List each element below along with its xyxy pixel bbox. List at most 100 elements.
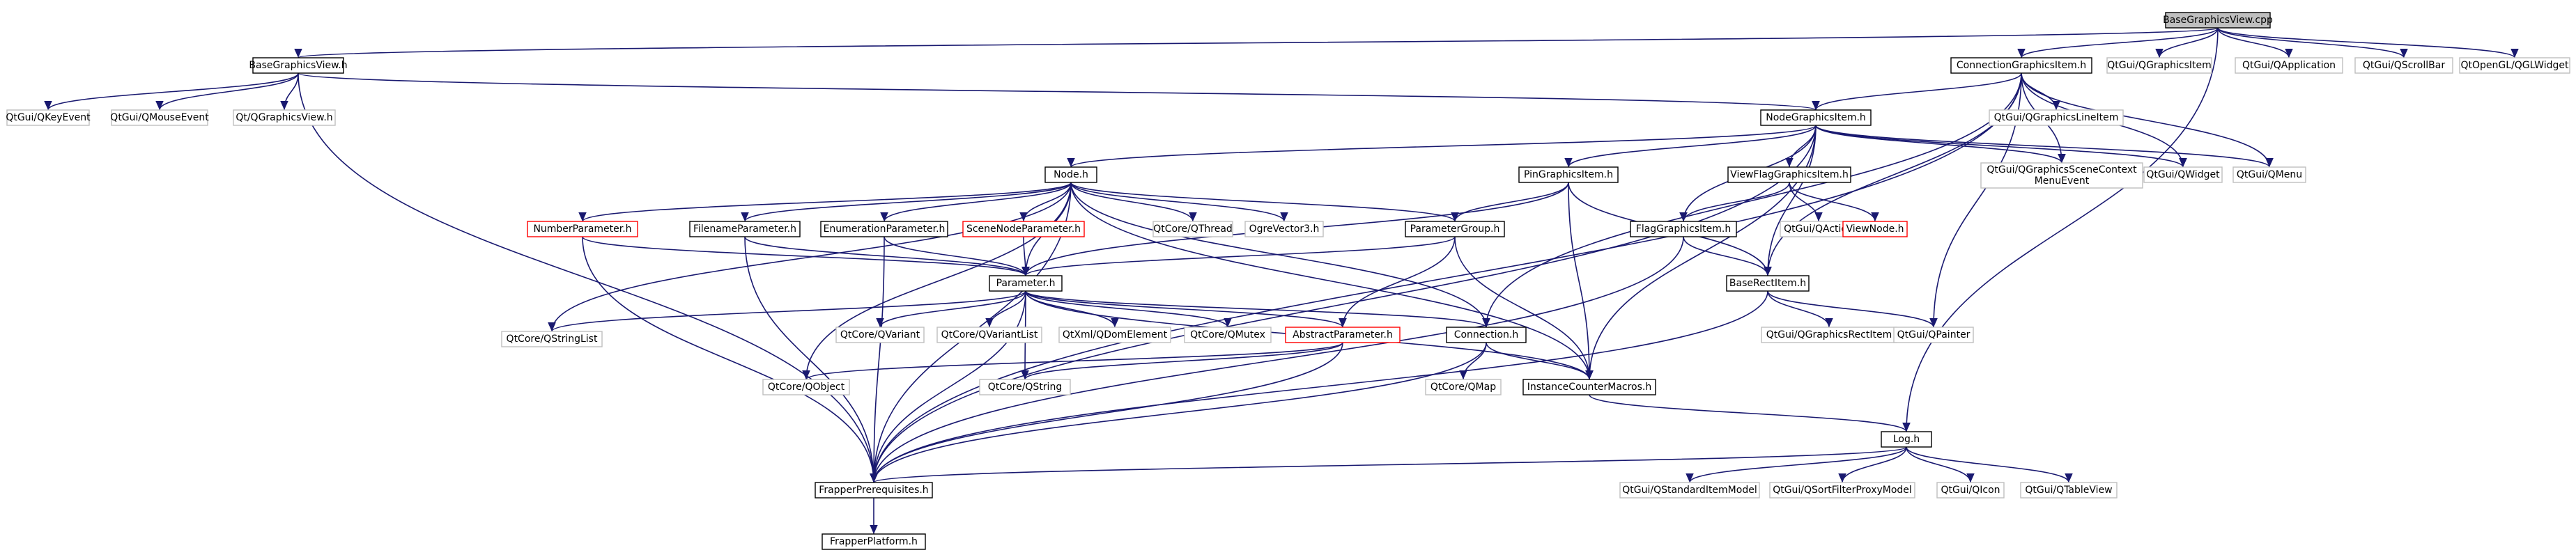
node-layer: BaseGraphicsView.cppBaseGraphicsView.hQt… — [6, 12, 2570, 550]
node-box — [820, 221, 948, 237]
node-box — [1769, 482, 1915, 499]
node-fplatform_h[interactable]: FrapperPlatform.h — [822, 533, 926, 550]
node-label: QtCore/QObject — [768, 382, 845, 393]
edge-root-to-qglwidget — [2217, 27, 2519, 58]
edge-scenenodeparam_h-to-parameter_h — [1021, 236, 1030, 276]
node-fileparam_h[interactable]: FilenameParameter.h — [689, 221, 801, 237]
edge-cgi_h-to-ngi_h — [1812, 72, 2022, 111]
node-numparam_h[interactable]: NumberParameter.h — [527, 221, 638, 237]
node-qglwidget: QtOpenGL/QGLWidget — [2459, 57, 2570, 74]
node-qmutex: QtCore/QMutex — [1184, 327, 1272, 343]
edge-fgi_h-to-fp_h — [870, 236, 1684, 483]
node-vfgi_h[interactable]: ViewFlagGraphicsItem.h — [1727, 166, 1851, 183]
node-box — [822, 533, 926, 550]
node-connection_h[interactable]: Connection.h — [1446, 327, 1527, 343]
edge-vfgi_h-to-fgi_h — [1679, 182, 1790, 222]
node-box — [936, 327, 1042, 343]
node-box — [1518, 166, 1619, 183]
node-pgi_h[interactable]: PinGraphicsItem.h — [1518, 166, 1619, 183]
node-log_h[interactable]: Log.h — [1881, 431, 1932, 448]
node-label: InstanceCounterMacros.h — [1527, 382, 1651, 393]
node-box — [111, 109, 208, 126]
node-box — [2232, 166, 2306, 183]
node-qkeyevent: QtGui/QKeyEvent — [6, 109, 91, 126]
node-fp_h[interactable]: FrapperPrerequisites.h — [815, 482, 933, 499]
node-label: Qt/QGraphicsView.h — [236, 112, 332, 123]
node-absparam_h[interactable]: AbstractParameter.h — [1285, 327, 1401, 343]
node-qvariant: QtCore/QVariant — [835, 327, 925, 343]
node-qpainter: QtGui/QPainter — [1893, 327, 1974, 343]
node-box — [1630, 221, 1737, 237]
edge-log_h-to-qicon — [1906, 446, 1975, 483]
node-box — [1446, 327, 1527, 343]
node-qmap: QtCore/QMap — [1425, 379, 1502, 395]
node-box — [989, 275, 1063, 292]
node-box — [1522, 379, 1656, 395]
node-parameter_h[interactable]: Parameter.h — [989, 275, 1063, 292]
node-box — [1425, 379, 1502, 395]
node-label: QtGui/QGraphicsLineItem — [1994, 112, 2119, 123]
edge-parameter_h-to-absparam_h — [1025, 290, 1347, 328]
node-label: NodeGraphicsItem.h — [1766, 112, 1866, 123]
node-box — [979, 379, 1071, 395]
node-qmenu: QtGui/QMenu — [2232, 166, 2306, 183]
edge-connection_h-to-fp_h — [870, 342, 1487, 483]
node-cgi_h[interactable]: ConnectionGraphicsItem.h — [1950, 57, 2092, 74]
node-qwidget: QtGui/QWidget — [2143, 166, 2223, 183]
node-box — [1152, 221, 1233, 237]
edge-bgv_h-to-qkeyevent — [44, 72, 299, 111]
node-label: Node.h — [1054, 169, 1088, 180]
node-box — [1842, 221, 1908, 237]
edge-log_h-to-qtableview — [1906, 446, 2073, 483]
node-node_h[interactable]: Node.h — [1044, 166, 1097, 183]
node-box — [1727, 166, 1851, 183]
node-bgv_h[interactable]: BaseGraphicsView.h — [249, 57, 348, 74]
node-root[interactable]: BaseGraphicsView.cpp — [2163, 12, 2273, 29]
node-label: BaseGraphicsView.cpp — [2163, 15, 2273, 26]
node-enumparam_h[interactable]: EnumerationParameter.h — [820, 221, 948, 237]
node-qscrollbar: QtGui/QScrollBar — [2354, 57, 2453, 74]
edge-bgv_h-to-qmouseevent — [155, 72, 299, 111]
edge-node_h-to-ogrevector3 — [1070, 182, 1288, 222]
node-qapplication: QtGui/QApplication — [2235, 57, 2343, 74]
node-label: QtGui/QPainter — [1897, 329, 1970, 340]
edge-baserectitem_h-to-fp_h — [870, 290, 1768, 483]
edge-bgv_h-to-qgraphicsview — [280, 72, 299, 111]
node-fgi_h[interactable]: FlagGraphicsItem.h — [1630, 221, 1737, 237]
node-qtableview: QtGui/QTableView — [2020, 482, 2118, 499]
node-paramgroup_h[interactable]: ParameterGroup.h — [1405, 221, 1505, 237]
node-label: QtCore/QVariantList — [941, 329, 1038, 340]
edge-parameter_h-to-qvariantlist — [985, 290, 1026, 328]
edge-node_h-to-icm_h — [1070, 182, 1594, 380]
node-label: QtGui/QMenu — [2237, 169, 2302, 180]
node-ngi_h[interactable]: NodeGraphicsItem.h — [1760, 109, 1872, 126]
node-qstring: QtCore/QString — [979, 379, 1071, 395]
edge-absparam_h-to-fp_h — [870, 342, 1343, 483]
edge-pgi_h-to-paramgroup_h — [1451, 182, 1569, 222]
node-label: OgreVector3.h — [1249, 223, 1320, 235]
node-scenenodeparam_h[interactable]: SceneNodeParameter.h — [962, 221, 1085, 237]
node-box — [1881, 431, 1932, 448]
node-box — [1893, 327, 1974, 343]
node-label: QtCore/QVariant — [840, 329, 920, 340]
edge-ngi_h-to-pgi_h — [1564, 125, 1817, 168]
edge-node_h-to-paramgroup_h — [1070, 182, 1459, 222]
node-viewnode_h[interactable]: ViewNode.h — [1842, 221, 1908, 237]
node-box — [1044, 166, 1097, 183]
edge-ngi_h-to-node_h — [1067, 125, 1817, 168]
node-icm_h[interactable]: InstanceCounterMacros.h — [1522, 379, 1656, 395]
node-label: Log.h — [1893, 434, 1920, 445]
node-baserectitem_h[interactable]: BaseRectItem.h — [1726, 275, 1810, 292]
node-qgraphicsrectitem: QtGui/QGraphicsRectItem — [1761, 327, 1897, 343]
node-ogrevector3: OgreVector3.h — [1244, 221, 1324, 237]
node-qaction: QtGui/QAction — [1780, 221, 1858, 237]
edge-baserectitem_h-to-qgraphicsrectitem — [1767, 290, 1833, 328]
edge-fileparam_h-to-fp_h — [744, 236, 878, 483]
edge-enumparam_h-to-parameter_h — [884, 236, 1030, 276]
node-label: SceneNodeParameter.h — [966, 223, 1081, 235]
node-label: FrapperPlatform.h — [830, 536, 918, 547]
edge-log_h-to-qstandarditemmodel — [1686, 446, 1907, 483]
node-box — [2165, 12, 2271, 29]
